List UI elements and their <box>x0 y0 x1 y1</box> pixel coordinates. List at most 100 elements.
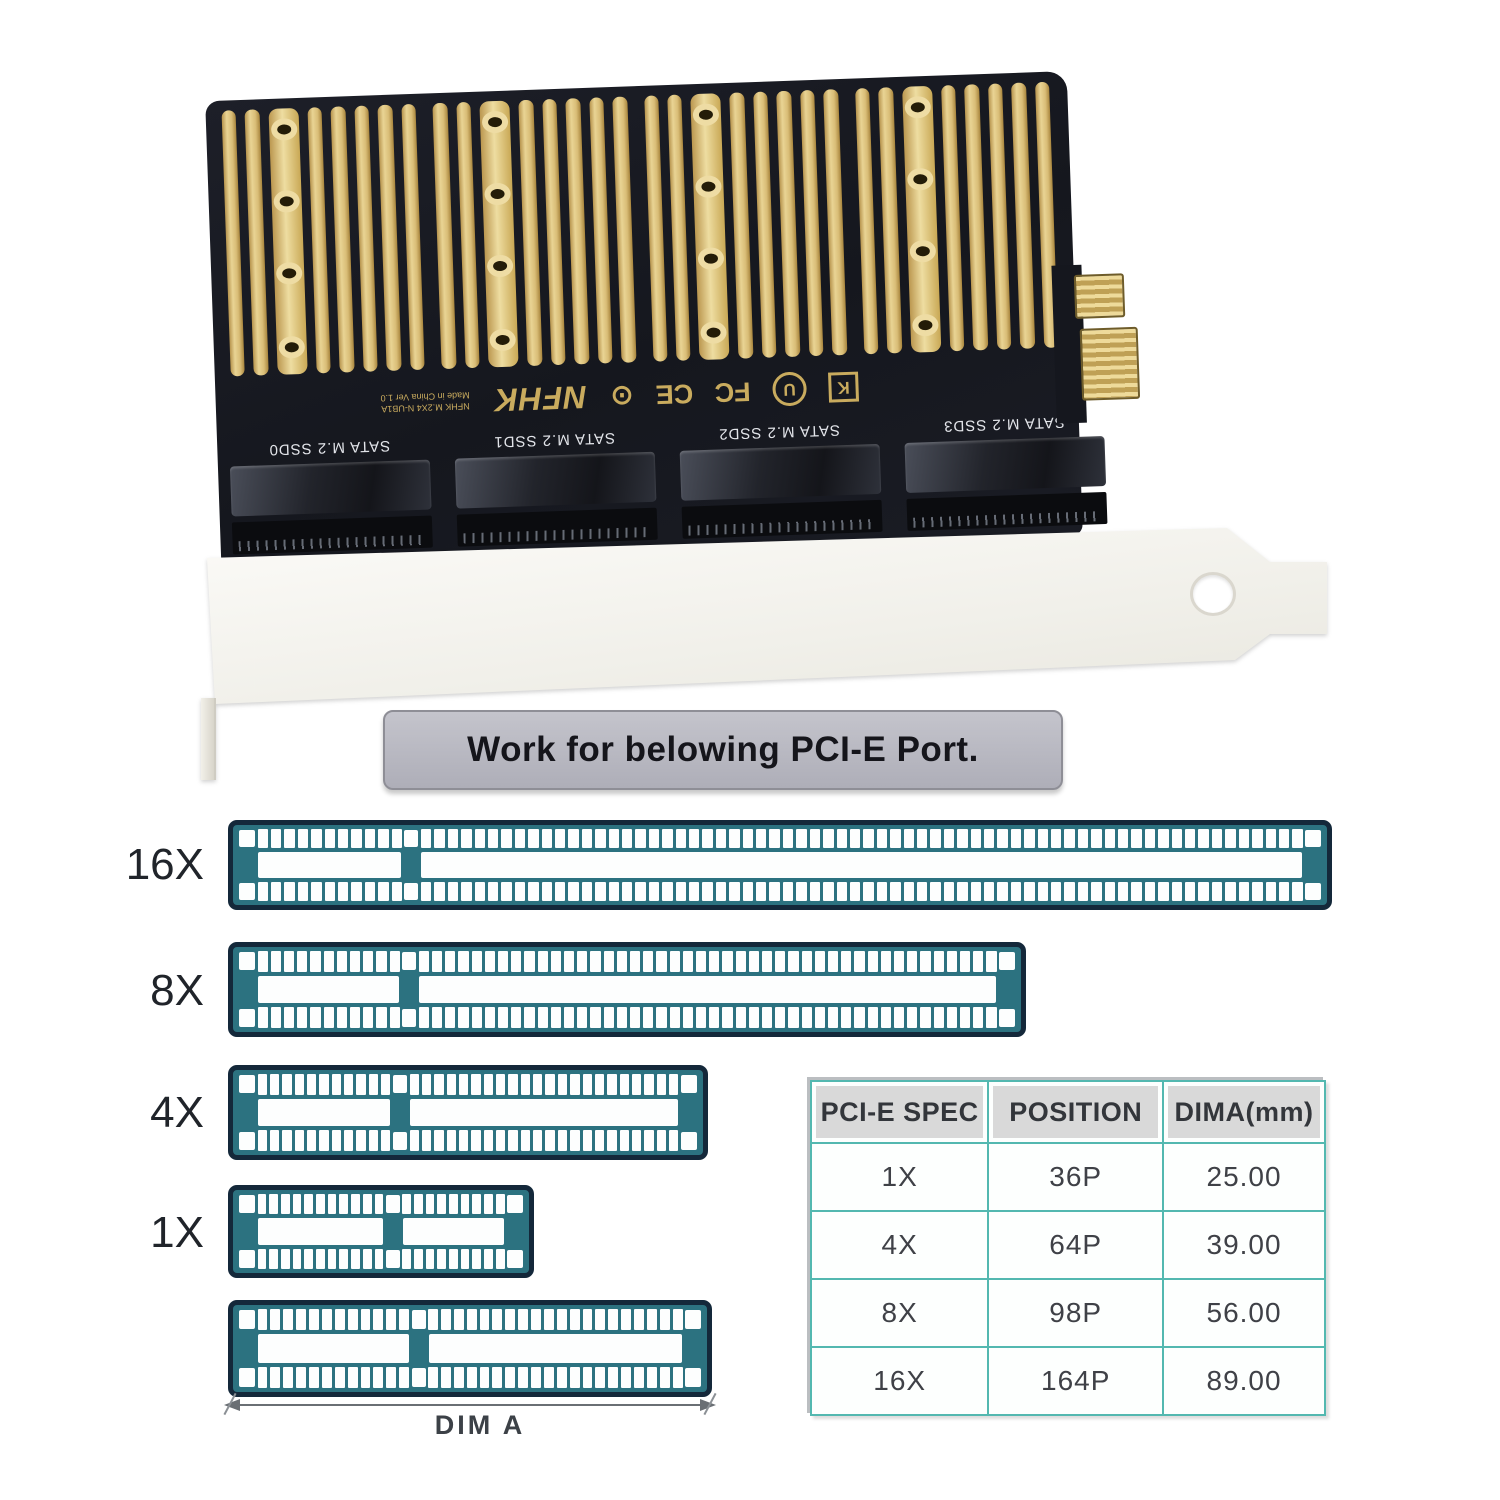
slot-pin-section <box>256 1194 385 1269</box>
slot-label-16x: 16X <box>125 840 204 889</box>
slot-pin-section <box>417 951 998 1028</box>
gold-stripe <box>565 98 590 365</box>
table-cell: 16X <box>809 1346 990 1416</box>
table-header-cell: DIMA(mm) <box>1162 1080 1326 1144</box>
ul-mark-icon: U <box>772 371 808 407</box>
table-cell: 25.00 <box>1162 1142 1326 1212</box>
gold-stripe <box>588 97 613 364</box>
m2-slot-label: SATA M.2 SSD0 <box>268 436 391 459</box>
standoff-hole <box>911 313 939 337</box>
standoff-hole <box>275 261 303 285</box>
standoff-hole <box>695 175 723 199</box>
table-cell: 89.00 <box>1162 1346 1326 1416</box>
pci-bracket <box>195 522 1440 790</box>
standoff-hole <box>700 321 728 345</box>
dimension-line <box>236 1404 704 1406</box>
standoff-column <box>901 85 942 353</box>
ce-mark-icon: CE <box>654 377 694 410</box>
slot-key-notch <box>411 1309 427 1388</box>
slot-key-notch <box>403 829 419 901</box>
standoff-hole <box>273 189 301 213</box>
table-cell: 36P <box>987 1142 1165 1212</box>
gold-stripe <box>221 110 246 377</box>
gold-stripe <box>401 103 425 371</box>
gold-stripe <box>940 84 965 352</box>
gold-stripe <box>330 106 355 373</box>
slot-diagram-1x <box>228 1185 534 1278</box>
standoff-hole <box>904 95 931 119</box>
stripe-group <box>854 81 1059 355</box>
pcie-adapter-card: NFHK M.2X4 N-UB1A Made in China Ver 1.0 … <box>205 71 1141 565</box>
brand-logo: NFHK <box>493 378 588 418</box>
standoff-column <box>479 100 519 368</box>
gold-stripe <box>878 87 903 354</box>
slot-end-cap <box>506 1194 524 1269</box>
slot-diagram-8x <box>228 942 1026 1037</box>
gold-stripe <box>612 96 637 363</box>
gold-stripe <box>729 92 754 359</box>
kc-mark-icon: K <box>828 371 860 403</box>
slot-pin-section <box>427 1309 685 1388</box>
table-header-cell: PCI-E SPEC <box>809 1080 990 1144</box>
table-header-cell: POSITION <box>987 1080 1165 1144</box>
gold-stripe <box>244 109 269 376</box>
standoff-hole <box>693 103 720 127</box>
table-cell: 56.00 <box>1162 1278 1326 1348</box>
standoff-hole <box>270 117 298 141</box>
gold-stripe <box>456 101 480 369</box>
m2-socket <box>679 443 882 501</box>
table-cell: 64P <box>987 1210 1165 1280</box>
slot-end-cap <box>238 829 256 901</box>
table-cell: 8X <box>809 1278 990 1348</box>
dimension-label: DIM A <box>434 1410 526 1440</box>
edge-finger-short <box>1073 273 1126 319</box>
gold-stripe <box>854 87 879 355</box>
stripe-group <box>432 96 637 370</box>
m2-socket <box>229 459 432 517</box>
info-banner: Work for belowing PCI-E Port. <box>383 710 1063 790</box>
m2-socket <box>904 436 1107 493</box>
slot-end-cap <box>238 1309 256 1388</box>
table-cell: 39.00 <box>1162 1210 1326 1280</box>
slot-label-1x: 1X <box>150 1208 204 1257</box>
gold-stripe <box>432 102 457 370</box>
gold-stripe <box>799 89 824 357</box>
gold-stripe <box>987 83 1012 350</box>
gold-stripe <box>823 89 848 356</box>
standoff-hole <box>486 254 514 278</box>
gold-stripe <box>518 99 543 367</box>
gold-stripe <box>354 105 379 372</box>
standoff-hole <box>698 247 725 271</box>
table-cell: 98P <box>987 1278 1165 1348</box>
slot-pin-section <box>408 1074 680 1151</box>
slot-pin-section <box>419 829 1304 901</box>
slot-end-cap <box>238 951 256 1028</box>
bracket-screw-hole <box>1190 572 1236 616</box>
gold-stripe <box>753 91 777 358</box>
slot-end-cap <box>680 1074 698 1151</box>
fcc-mark-icon: FC <box>714 375 752 408</box>
standoff-hole <box>484 182 512 206</box>
rohs-mark-icon: ⊙ <box>610 379 634 411</box>
slot-pin-section <box>256 951 401 1028</box>
slot-pin-section <box>401 1194 506 1269</box>
standoff-hole <box>278 335 306 359</box>
slot-key-notch <box>385 1194 401 1269</box>
gold-stripe <box>541 98 566 366</box>
gold-stripe <box>643 95 668 362</box>
slot-end-cap <box>238 1074 256 1151</box>
standoff-column <box>268 107 308 375</box>
m2-socket <box>454 451 657 509</box>
slot-end-cap <box>238 1194 256 1269</box>
slot-pin-section <box>256 829 403 901</box>
table-cell: 1X <box>809 1142 990 1212</box>
slot-pin-section <box>256 1309 411 1388</box>
table-cell: 164P <box>987 1346 1165 1416</box>
standoff-hole <box>906 167 934 191</box>
